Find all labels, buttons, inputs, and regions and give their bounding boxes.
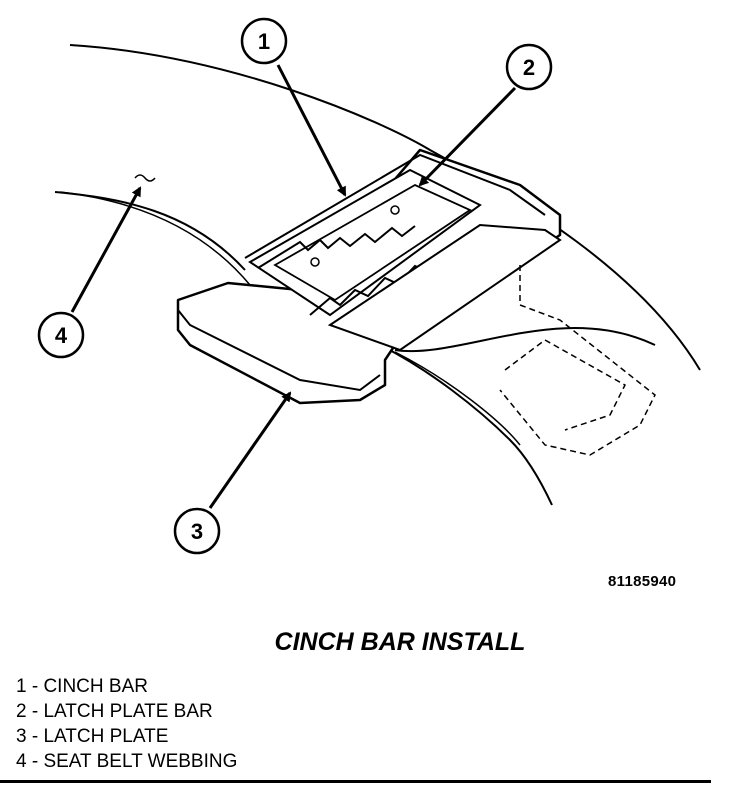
callout-1-number: 1 — [258, 29, 270, 54]
callout-2-number: 2 — [523, 55, 535, 80]
callout-1: 1 — [240, 17, 288, 65]
callout-4-number: 4 — [55, 323, 68, 348]
bottom-divider — [0, 780, 711, 783]
webbing-strap-lower — [394, 327, 656, 353]
webbing-outer-curve — [69, 44, 701, 371]
legend-item: 1 - CINCH BAR — [16, 676, 148, 697]
latch-plate-bar — [273, 183, 472, 302]
callout-4: 4 — [37, 311, 85, 359]
webbing-stitching — [499, 265, 656, 456]
legend-list: 1 - CINCH BAR 2 - LATCH PLATE BAR 3 - LA… — [16, 674, 237, 774]
latch-plate-lip — [177, 309, 381, 392]
webbing-break-mark — [134, 174, 156, 182]
leader-arrow-4 — [70, 186, 142, 313]
webbing-stitching-inner — [504, 339, 626, 431]
webbing-lower-curve-inner — [394, 351, 521, 446]
webbing-left-lower — [59, 191, 251, 286]
legend-item: 4 - SEAT BELT WEBBING — [16, 751, 238, 772]
figure-id-label: 81185940 — [608, 573, 677, 590]
figure-title: CINCH BAR INSTALL — [274, 628, 526, 656]
webbing-strap — [327, 223, 562, 352]
callout-3-number: 3 — [191, 519, 203, 544]
legend-item: 2 - LATCH PLATE BAR — [16, 701, 213, 722]
legend-item: 3 - LATCH PLATE — [16, 726, 169, 747]
webbing-lower-curve — [379, 344, 553, 506]
callout-3: 3 — [173, 507, 221, 555]
cinch-bar-rivet-2 — [390, 205, 400, 215]
cinch-bar-illustration: 1 2 3 4 — [37, 17, 701, 555]
cinch-bar-rivet-1 — [310, 257, 320, 267]
latch-plate-rim — [244, 153, 546, 259]
callout-2: 2 — [505, 43, 553, 91]
leader-arrow-2 — [418, 86, 517, 187]
webbing-left-upper — [54, 191, 246, 271]
cinch-bar — [257, 225, 416, 269]
leader-arrow-1 — [276, 64, 347, 197]
leader-arrow-3 — [208, 391, 292, 509]
latch-plate-bar-slot — [248, 168, 482, 317]
